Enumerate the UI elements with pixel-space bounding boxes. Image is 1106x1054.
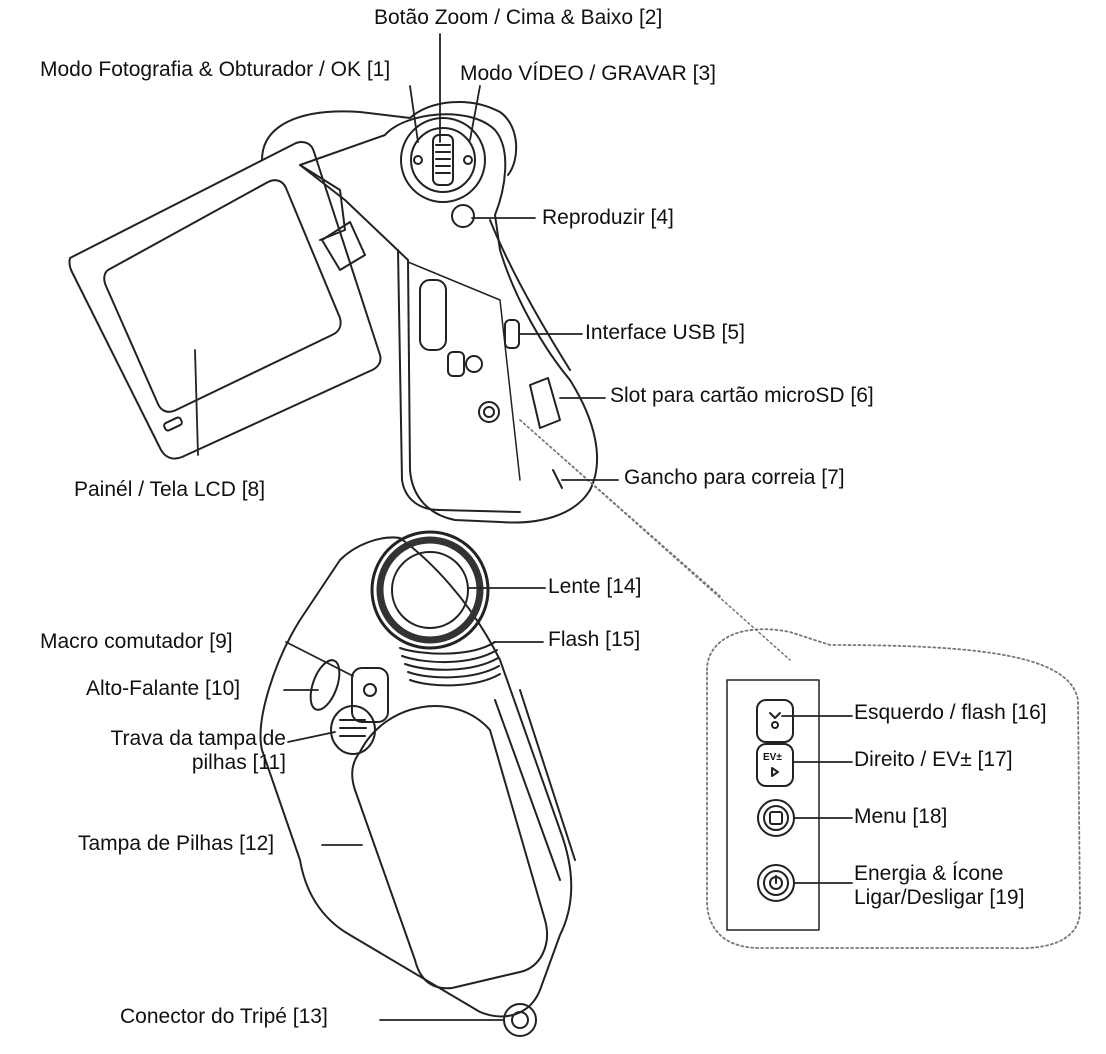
label-battery-cover: Tampa de Pilhas [12]	[78, 832, 275, 855]
label-flash: Flash [15]	[548, 628, 641, 651]
battery-cover-shape	[351, 705, 548, 990]
label-microsd: Slot para cartão microSD [6]	[610, 384, 874, 407]
camcorder-open	[68, 101, 599, 524]
play-button-shape	[451, 204, 475, 228]
label-macro-switch: Macro comutador [9]	[40, 630, 233, 653]
label-video-mode: Modo VÍDEO / GRAVAR [3]	[460, 62, 716, 85]
leader-lines	[194, 33, 853, 1021]
microsd-slot-shape	[529, 377, 561, 429]
usb-port-shape	[504, 319, 520, 349]
label-usb: Interface USB [5]	[585, 321, 745, 344]
label-tripod: Conector do Tripé [13]	[120, 1005, 328, 1028]
label-battery-latch: Trava da tampa de pilhas [11]	[110, 727, 287, 774]
label-photo-mode-shutter: Modo Fotografia & Obturador / OK [1]	[40, 58, 391, 81]
label-lcd: Painél / Tela LCD [8]	[74, 478, 266, 501]
label-lens: Lente [14]	[548, 575, 642, 598]
callout-box	[519, 419, 1081, 950]
label-right-ev: Direito / EV± [17]	[854, 748, 1013, 771]
lcd-panel	[68, 141, 382, 460]
label-strap-hook: Gancho para correia [7]	[624, 466, 845, 489]
label-menu: Menu [18]	[854, 805, 948, 828]
label-left-flash: Esquerdo / flash [16]	[854, 701, 1047, 724]
label-power: Energia & Ícone Ligar/Desligar [19]	[854, 862, 1025, 909]
label-zoom-button: Botão Zoom / Cima & Baixo [2]	[374, 6, 663, 29]
ev-button-glyph: EV±	[763, 752, 782, 763]
label-speaker: Alto-Falante [10]	[86, 677, 241, 700]
tripod-connector-shape	[503, 1003, 537, 1037]
lens-ring	[370, 530, 490, 650]
control-dial	[400, 117, 486, 203]
macro-switch-shape	[351, 667, 389, 723]
label-play: Reproduzir [4]	[542, 206, 674, 229]
camcorder-closed	[259, 530, 576, 1037]
